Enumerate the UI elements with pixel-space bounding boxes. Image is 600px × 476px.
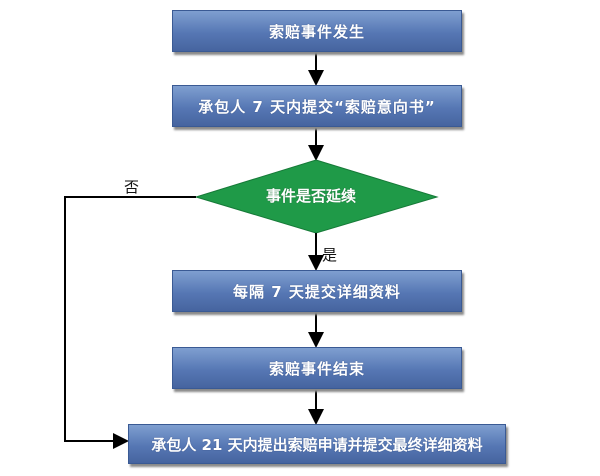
edge-label-no: 否 (124, 178, 140, 196)
node-start: 索赔事件发生 (172, 10, 462, 52)
node-end-event: 索赔事件结束 (172, 347, 462, 389)
node-notice: 承包人 7 天内提交“索赔意向书” (172, 85, 462, 127)
node-start-label: 索赔事件发生 (268, 22, 365, 41)
edge-label-yes: 是 (322, 246, 338, 264)
node-interim: 每隔 7 天提交详细资料 (172, 270, 462, 312)
node-final-label: 承包人 21 天内提出索赔申请并提交最终详细资料 (151, 435, 483, 454)
node-final: 承包人 21 天内提出索赔申请并提交最终详细资料 (128, 424, 506, 464)
decision-label: 事件是否延续 (266, 187, 357, 205)
node-notice-label: 承包人 7 天内提交“索赔意向书” (198, 97, 436, 116)
arrow-no-branch (64, 196, 196, 449)
node-interim-label: 每隔 7 天提交详细资料 (233, 282, 401, 301)
node-end-event-label: 索赔事件结束 (268, 359, 365, 378)
